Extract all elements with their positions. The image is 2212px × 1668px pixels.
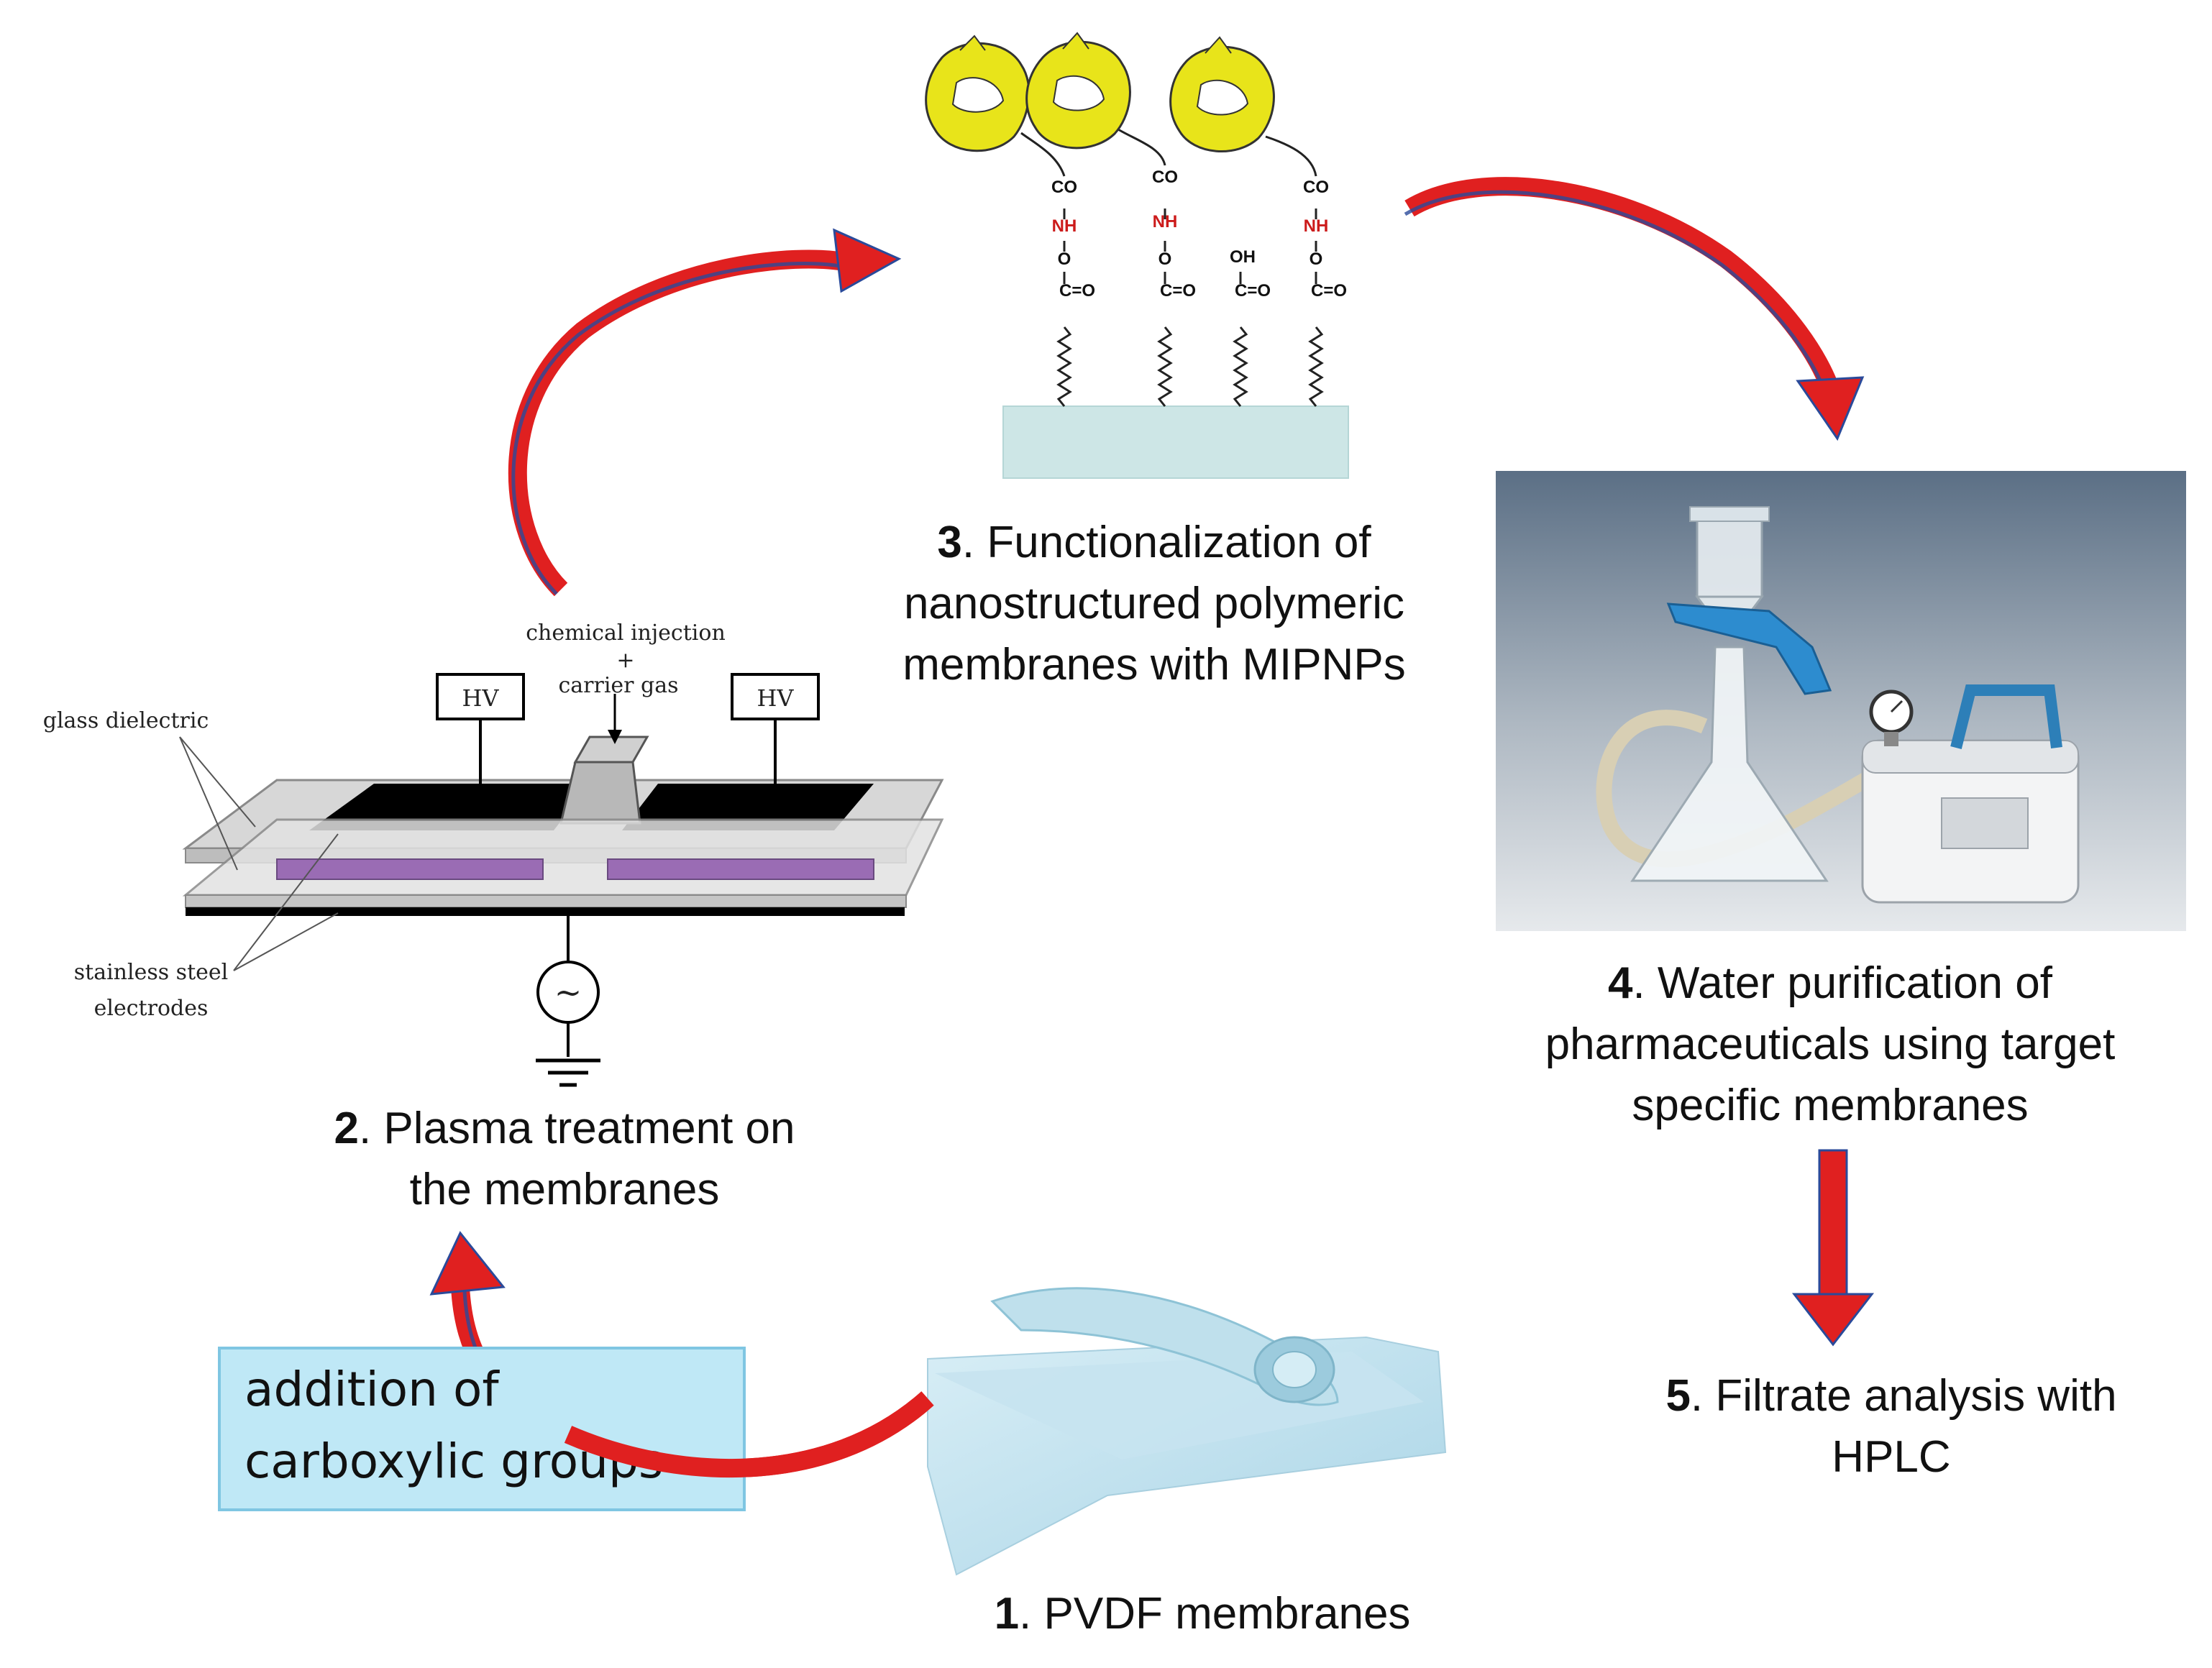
filter-funnel [1696,516,1763,598]
step-1-text: . PVDF membranes [1019,1589,1410,1639]
svg-text:2. Plasma treatment on: 2. Plasma treatment on [334,1104,795,1153]
filter-flask [1630,646,1829,882]
chem-o-4: O [1310,249,1323,269]
hv-box-right: HV [731,673,820,784]
glass-dielectric-label: glass dielectric [43,708,209,733]
arrow-2-to-3 [508,228,902,597]
pvdf-membrane-sheets [927,1287,1447,1576]
mip-nanoparticle-3 [1169,36,1275,152]
step-2-line1: . Plasma treatment on [359,1104,795,1153]
dielectric-strip-left [276,858,544,880]
blue-clamp [1666,602,1832,695]
chem-ceqo-2: C=O [1160,281,1196,301]
chem-co-1: CO [1051,178,1077,197]
mip-functionalized-membrane-illustration: CO NH O C=O CO NH O C=O OH C=O CO NH O C… [925,32,1349,479]
step-3-line2: nanostructured polymeric [904,579,1404,628]
svg-text:3. Functionalization of: 3. Functionalization of [937,518,1371,567]
vacuum-filtration-photo [1496,471,2186,931]
step-3-label: 3. Functionalization of nanostructured p… [902,518,1405,689]
chem-oh-3: OH [1230,247,1256,267]
svg-text:HV: HV [757,684,794,712]
step-4-line2: pharmaceuticals using target [1545,1019,2116,1069]
ground-icon [536,1058,600,1087]
mip-nanoparticle-1 [925,35,1030,152]
svg-text:5. Filtrate analysis with: 5. Filtrate analysis with [1665,1371,2116,1421]
vacuum-pump [1861,684,2080,904]
step-5-label: 5. Filtrate analysis with HPLC [1665,1371,2116,1482]
arrow-4-to-5 [1791,1149,1875,1347]
arrow-3-to-4 [1404,177,1865,441]
svg-text:~: ~ [554,973,582,1012]
hv-box-left: HV [436,673,525,784]
step-3-line1: . Functionalization of [962,518,1371,567]
membrane-roll [990,1287,1339,1406]
svg-text:1. PVDF membranes: 1. PVDF membranes [995,1589,1411,1639]
step-2-label: 2. Plasma treatment on the membranes [334,1104,795,1214]
chem-o-1: O [1058,249,1071,269]
callout-line1: addition of [244,1362,500,1417]
svg-text:HV: HV [462,684,499,712]
chem-co-2: CO [1152,168,1178,187]
gas-nozzle [559,761,641,825]
chem-nh-4: NH [1304,216,1329,236]
plasma-reactor-schematic: HV HV chemical injection + carrier gas ~… [43,620,944,1087]
carboxylic-groups-callout: addition of carboxylic groups [218,1347,746,1511]
mip-nanoparticle-2 [1025,32,1131,150]
chem-ceqo-3: C=O [1235,281,1271,301]
svg-text:4. Water purification of: 4. Water purification of [1608,958,2053,1008]
chem-nh-2: NH [1153,212,1178,232]
carrier-gas-label: carrier gas [558,673,678,698]
step-4-line1: . Water purification of [1632,958,2052,1008]
step-3-number: 3 [937,518,961,567]
step-4-line3: specific membranes [1632,1081,2028,1130]
step-1-label: 1. PVDF membranes [995,1589,1411,1639]
chemical-injection-label: chemical injection [526,620,726,646]
chem-ceqo-1: C=O [1059,281,1095,301]
step-5-line1: . Filtrate analysis with [1691,1371,2117,1421]
step-1-number: 1 [995,1589,1019,1639]
step-3-line3: membranes with MIPNPs [902,640,1405,689]
step-5-line2: HPLC [1832,1432,1950,1482]
step-4-number: 4 [1608,958,1633,1008]
step-2-number: 2 [334,1104,359,1153]
plus-label: + [616,648,634,673]
step-2-line2: the membranes [410,1165,720,1214]
chem-ceqo-4: C=O [1311,281,1347,301]
step-4-label: 4. Water purification of pharmaceuticals… [1545,958,2116,1130]
stainless-steel-label: stainless steel [74,960,228,985]
chem-o-2: O [1158,249,1172,269]
chem-co-4: CO [1303,178,1329,197]
step-5-number: 5 [1665,1371,1690,1421]
electrodes-label: electrodes [94,996,209,1021]
chem-nh-1: NH [1052,216,1077,236]
membrane-substrate [1002,405,1349,479]
dielectric-strip-right [607,858,874,880]
polymer-chains [1056,326,1324,407]
